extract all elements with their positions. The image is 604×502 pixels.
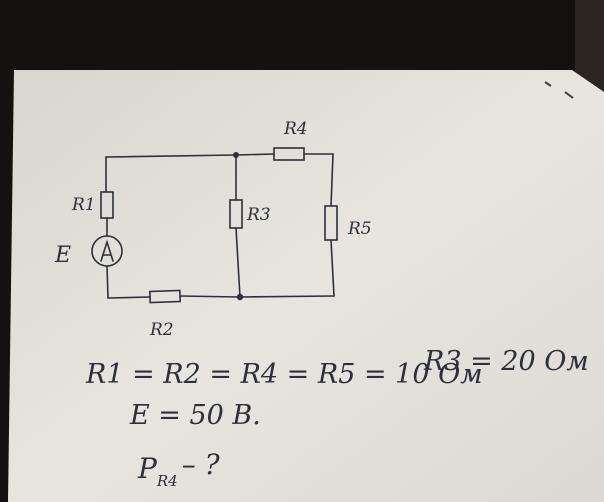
wire-right: [330, 153, 335, 297]
junction-bottom: [236, 293, 244, 301]
resistor-r5: [324, 205, 338, 241]
paper-sheet: [8, 70, 604, 502]
label-r5: R5: [347, 219, 372, 239]
label-e: E: [54, 243, 71, 268]
ink-smudge: [544, 81, 574, 99]
find-power-symbol: P: [137, 452, 158, 485]
find-power: PR4– ?: [137, 448, 221, 490]
label-r2: R2: [149, 320, 174, 340]
given-resistances: R1 = R2 = R4 = R5 = 10 Ом: [85, 359, 483, 390]
voltage-source-e: [91, 235, 123, 267]
given-emf: E = 50 В.: [129, 400, 261, 431]
resistor-r2: [149, 289, 182, 304]
resistor-r3: [229, 199, 243, 229]
label-r3: R3: [246, 205, 271, 225]
label-r1: R1: [71, 195, 96, 215]
label-r4: R4: [283, 119, 308, 139]
circuit-labels: R1 E R2 R3 R4 R5: [54, 119, 372, 340]
resistor-r1: [100, 191, 114, 219]
resistor-r4: [273, 147, 305, 161]
wire-middle: [235, 154, 241, 298]
find-power-subscript: R4: [156, 472, 178, 490]
find-power-question: – ?: [182, 448, 221, 481]
given-r3: R3 = 20 Ом: [423, 346, 589, 377]
junction-top: [233, 152, 240, 159]
source-arrow-icon: [100, 239, 114, 262]
wire-left: [105, 156, 109, 299]
circuit-diagram: [91, 147, 338, 304]
given-values: R1 = R2 = R4 = R5 = 10 Ом R3 = 20 Ом E =…: [85, 346, 589, 490]
